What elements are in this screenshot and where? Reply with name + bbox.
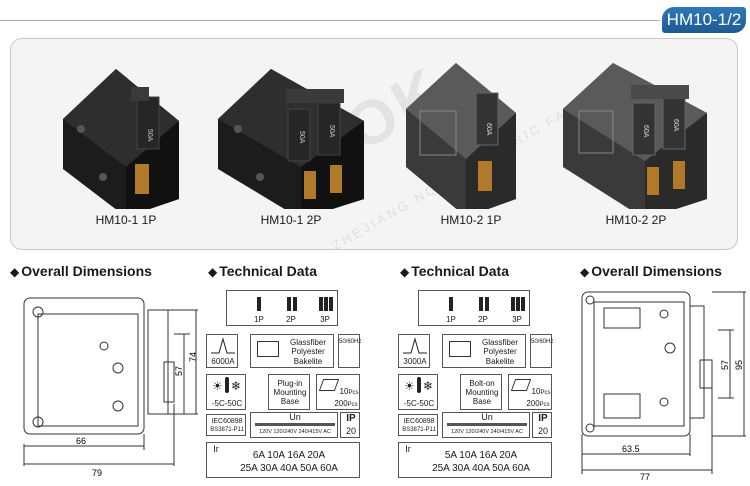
snowflake-icon: ❄ <box>423 379 434 393</box>
model-tab: HM10-1/2 <box>662 7 746 33</box>
snowflake-icon: ❄ <box>231 379 242 393</box>
svg-text:63.5: 63.5 <box>622 444 640 454</box>
svg-text:74: 74 <box>188 352 198 362</box>
svg-text:95: 95 <box>734 360 744 370</box>
svg-text:57: 57 <box>720 360 730 370</box>
mounting-cell: Plug-in Mounting Base <box>268 374 310 410</box>
product-label: HM10-2 1P <box>440 213 502 227</box>
frequency-cell: 50/60Hz <box>338 334 361 368</box>
diamond-icon: ◆ <box>400 265 410 279</box>
svg-text:60A: 60A <box>672 119 679 132</box>
poles-cell: 1P 2P 3P <box>418 290 530 326</box>
waveform-icon <box>403 337 427 354</box>
ip-rating-cell: IP 20 <box>532 412 552 438</box>
svg-text:60A: 60A <box>642 125 649 138</box>
standards-cell: IEC60898 BS3871-P11 <box>398 414 438 436</box>
breaker-2p-image: 50A 50A <box>218 69 364 209</box>
svg-text:50A: 50A <box>328 125 335 138</box>
breaker-1p-image: 60A <box>406 63 516 209</box>
voltage-cell: Un 120V 120/240V 240/415V AC <box>250 412 338 438</box>
dimension-drawing-left: 66 79 57 74 <box>14 284 200 482</box>
thermometer-icon <box>417 377 421 393</box>
sun-icon: ☀ <box>404 379 415 393</box>
packing-cell: 10Pcs 200Pcs <box>508 374 552 410</box>
poles-cell: 1P 2P 3P <box>226 290 338 326</box>
pole-1-icon <box>449 297 453 311</box>
dimension-drawing-right: 63.5 77 57 95 <box>574 284 750 482</box>
thermometer-icon <box>225 377 229 393</box>
dimension-diagram: 66 79 57 74 <box>23 297 198 478</box>
svg-text:77: 77 <box>640 472 650 482</box>
product-hm10-2-2p: 60A 60A HM10-2 2P <box>561 49 711 227</box>
heading-overall-dimensions-left: ◆Overall Dimensions <box>10 263 152 279</box>
pole-2-icon <box>479 297 489 311</box>
temperature-cell: ☀ ❄ -5C-50C <box>206 374 246 410</box>
sun-icon: ☀ <box>212 379 223 393</box>
diamond-icon: ◆ <box>580 265 590 279</box>
temperature-cell: ☀ ❄ -5C-50C <box>398 374 438 410</box>
diamond-icon: ◆ <box>208 265 218 279</box>
voltage-cell: Un 120V 120/240V 240/415V AC <box>442 412 530 438</box>
breaking-capacity-cell: 3000A <box>398 334 430 368</box>
svg-text:50A: 50A <box>298 131 305 144</box>
waveform-icon <box>211 337 235 354</box>
dimension-diagram: 63.5 77 57 95 <box>581 291 746 482</box>
product-hm10-1-1p: 50A HM10-1 1P <box>51 49 201 227</box>
enclosure-icon <box>257 341 279 357</box>
heading-overall-dimensions-right: ◆Overall Dimensions <box>580 263 722 279</box>
pole-3-icon <box>511 297 525 311</box>
diamond-icon: ◆ <box>10 265 20 279</box>
breaker-1p-image: 50A <box>63 69 179 209</box>
pole-1-icon <box>257 297 261 311</box>
current-rating-cell: Ir 5A 10A 16A 20A 25A 30A 40A 50A 60A <box>398 442 552 478</box>
breaker-2p-image: 60A 60A <box>563 63 707 209</box>
heading-technical-data-left: ◆Technical Data <box>208 263 318 279</box>
svg-text:66: 66 <box>76 436 86 446</box>
heading-technical-data-right: ◆Technical Data <box>400 263 510 279</box>
frequency-cell: 50/60Hz <box>530 334 553 368</box>
breaking-capacity-cell: 6000A <box>206 334 238 368</box>
ip-rating-cell: IP 20 <box>340 412 360 438</box>
product-label: HM10-1 1P <box>95 213 157 227</box>
tech-data-right: 1P 2P 3P 3000A Glassfiber Polyester Bake… <box>398 290 553 482</box>
packing-cell: 10Pcs 200Pcs <box>316 374 360 410</box>
product-hm10-1-2p: 50A 50A HM10-1 2P <box>216 49 366 227</box>
product-label: HM10-2 2P <box>605 213 667 227</box>
standards-cell: IEC60898 BS3871-P11 <box>206 414 246 436</box>
svg-text:50A: 50A <box>146 129 153 142</box>
svg-text:60A: 60A <box>485 123 492 136</box>
svg-text:57: 57 <box>174 366 184 376</box>
product-label: HM10-1 2P <box>260 213 322 227</box>
product-hm10-2-1p: 60A HM10-2 1P <box>396 49 546 227</box>
mounting-cell: Bolt-on Mounting Base <box>460 374 502 410</box>
product-panel: NQOK ZHEJIANG NQOK ELECTRIC FACTORY 50A … <box>10 38 738 250</box>
pole-2-icon <box>287 297 297 311</box>
header-rule <box>0 20 660 21</box>
enclosure-icon <box>449 341 471 357</box>
tech-data-left: 1P 2P 3P 6000A Glassfiber Polyester Bake… <box>206 290 361 482</box>
pole-3-icon <box>319 297 333 311</box>
material-cell: Glassfiber Polyester Bakelite <box>442 334 526 368</box>
material-cell: Glassfiber Polyester Bakelite <box>250 334 334 368</box>
svg-text:79: 79 <box>92 468 102 478</box>
current-rating-cell: Ir 6A 10A 16A 20A 25A 30A 40A 50A 60A <box>206 442 360 478</box>
